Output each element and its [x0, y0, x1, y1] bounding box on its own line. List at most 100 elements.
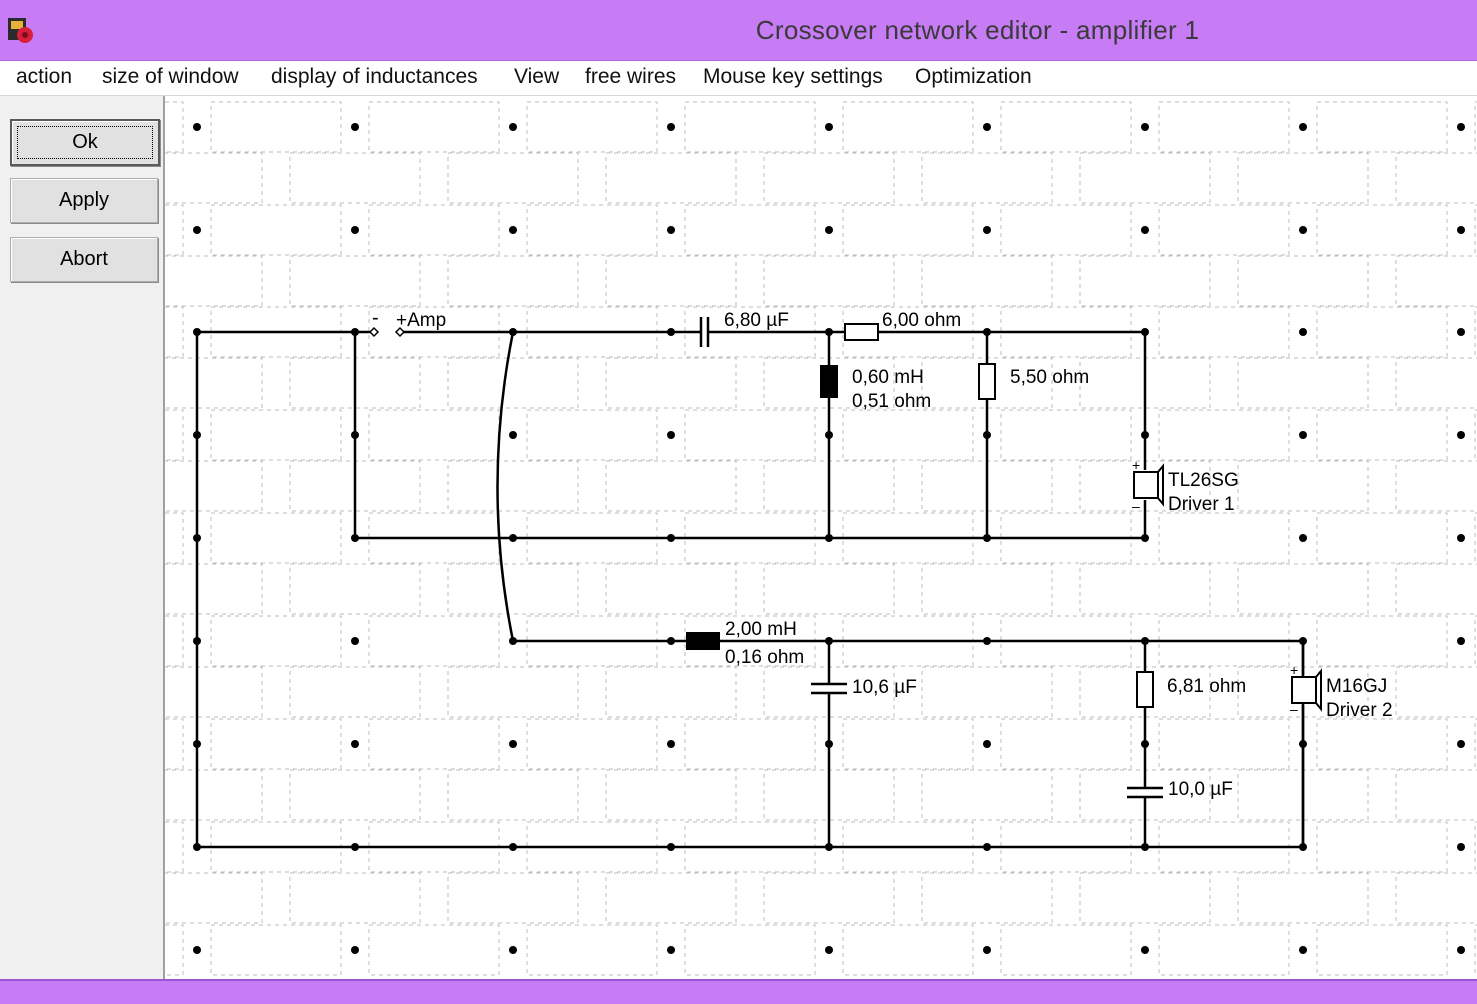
bottom-border — [0, 979, 1477, 1004]
menu-size-of-window[interactable]: size of window — [102, 65, 239, 88]
grid-node[interactable] — [983, 123, 991, 131]
c2-value-label: 10,6 µF — [852, 677, 917, 698]
grid-node[interactable] — [1299, 328, 1307, 336]
menu-action[interactable]: action — [16, 65, 73, 88]
menu-bar: action size of window display of inducta… — [0, 61, 1477, 96]
apply-button[interactable]: Apply — [10, 178, 158, 223]
ok-button-label: Ok — [72, 131, 98, 153]
driver2-minus-sign: – — [1290, 701, 1298, 717]
grid-node[interactable] — [193, 226, 201, 234]
driver2-name-label: Driver 2 — [1326, 700, 1393, 721]
amp-plus-terminal[interactable] — [394, 326, 406, 338]
grid-node[interactable] — [667, 946, 675, 954]
grid-node[interactable] — [351, 637, 359, 645]
circuit-canvas[interactable]: - +Amp 6,80 µF 6,00 ohm 0,60 mH 0,51 ohm… — [165, 96, 1477, 979]
menu-display-of-inductances[interactable]: display of inductances — [271, 65, 478, 88]
speaker-icon — [1291, 676, 1317, 704]
grid-node[interactable] — [509, 946, 517, 954]
c1-value-label: 6,80 µF — [724, 310, 789, 331]
r1-value-label: 6,00 ohm — [882, 310, 961, 331]
free-wire-crossing — [496, 331, 515, 642]
amp-minus-label: - — [372, 307, 379, 329]
apply-button-label: Apply — [58, 189, 110, 211]
grid-node[interactable] — [825, 123, 833, 131]
resistor-r2[interactable]: 5,50 ohm — [978, 363, 1089, 400]
grid-node[interactable] — [351, 740, 359, 748]
grid-node[interactable] — [193, 123, 201, 131]
grid-node[interactable] — [667, 123, 675, 131]
r3-value-label: 6,81 ohm — [1167, 676, 1246, 697]
c3-value-label: 10,0 µF — [1168, 779, 1233, 800]
grid-node[interactable] — [1457, 431, 1465, 439]
focus-rectangle — [17, 126, 153, 159]
driver1-name-label: Driver 1 — [1168, 494, 1235, 515]
grid-node[interactable] — [983, 226, 991, 234]
capacitor-c2[interactable]: 10,6 µF — [811, 677, 917, 698]
abort-button[interactable]: Abort — [10, 237, 158, 282]
title-bar: Crossover network editor - amplifier 1 — [0, 0, 1477, 61]
capacitor-c1[interactable]: 6,80 µF — [699, 310, 789, 347]
grid-node[interactable] — [1299, 534, 1307, 542]
menu-mouse-key-settings[interactable]: Mouse key settings — [703, 65, 883, 88]
amp-terminals[interactable]: - +Amp — [368, 307, 446, 338]
driver-1-speaker[interactable]: + – TL26SG Driver 1 — [1132, 457, 1239, 515]
grid-node[interactable] — [193, 946, 201, 954]
wires — [195, 330, 1305, 849]
grid-node[interactable] — [351, 123, 359, 131]
amp-minus-terminal[interactable] — [368, 326, 380, 338]
grid-node[interactable] — [1299, 226, 1307, 234]
grid-node[interactable] — [667, 226, 675, 234]
menu-optimization[interactable]: Optimization — [915, 65, 1032, 88]
speaker-app-icon — [8, 18, 33, 43]
resistor-r1[interactable]: 6,00 ohm — [844, 310, 961, 341]
grid-node[interactable] — [667, 431, 675, 439]
menu-free-wires[interactable]: free wires — [585, 65, 677, 88]
grid-node[interactable] — [351, 946, 359, 954]
grid-node[interactable] — [1457, 534, 1465, 542]
window-title: Crossover network editor - amplifier 1 — [755, 15, 1200, 45]
grid-node[interactable] — [1299, 123, 1307, 131]
grid-node[interactable] — [509, 123, 517, 131]
driver-2-speaker[interactable]: + – M16GJ Driver 2 — [1290, 662, 1393, 721]
l2-resistance-label: 0,16 ohm — [725, 647, 804, 668]
l2-value-label: 2,00 mH — [725, 619, 797, 640]
capacitor-c3[interactable]: 10,0 µF — [1127, 779, 1233, 800]
grid-node[interactable] — [1299, 431, 1307, 439]
grid-node[interactable] — [667, 740, 675, 748]
inductor-l1[interactable]: 0,60 mH 0,51 ohm — [820, 365, 931, 412]
inductor-l2[interactable]: 2,00 mH 0,16 ohm — [686, 619, 804, 668]
ok-button[interactable]: Ok — [10, 119, 160, 166]
grid-node[interactable] — [1457, 946, 1465, 954]
driver1-minus-sign: – — [1132, 498, 1140, 514]
grid-node[interactable] — [1457, 226, 1465, 234]
menu-view[interactable]: View — [514, 65, 560, 88]
button-panel: Ok Apply Abort — [0, 96, 165, 979]
grid-node[interactable] — [1457, 637, 1465, 645]
l1-resistance-label: 0,51 ohm — [852, 391, 931, 412]
grid-node[interactable] — [1457, 740, 1465, 748]
grid-node[interactable] — [1141, 123, 1149, 131]
grid-node[interactable] — [509, 431, 517, 439]
grid-node[interactable] — [1457, 123, 1465, 131]
driver1-model-label: TL26SG — [1168, 470, 1239, 491]
driver1-plus-sign: + — [1132, 457, 1140, 473]
driver2-model-label: M16GJ — [1326, 676, 1387, 697]
l1-value-label: 0,60 mH — [852, 367, 924, 388]
grid-node[interactable] — [825, 946, 833, 954]
grid-node[interactable] — [983, 946, 991, 954]
grid-node[interactable] — [351, 226, 359, 234]
resistor-r3[interactable]: 6,81 ohm — [1136, 671, 1246, 708]
grid-node[interactable] — [983, 740, 991, 748]
grid-node[interactable] — [1457, 843, 1465, 851]
grid-node[interactable] — [1457, 328, 1465, 336]
grid-node[interactable] — [509, 740, 517, 748]
grid-node[interactable] — [825, 226, 833, 234]
grid-node[interactable] — [509, 226, 517, 234]
speaker-icon — [1133, 471, 1159, 499]
amp-plus-label: +Amp — [396, 310, 446, 331]
grid-node[interactable] — [1141, 946, 1149, 954]
grid-node[interactable] — [1141, 226, 1149, 234]
grid-node[interactable] — [1299, 946, 1307, 954]
r2-value-label: 5,50 ohm — [1010, 367, 1089, 388]
abort-button-label: Abort — [60, 248, 108, 270]
